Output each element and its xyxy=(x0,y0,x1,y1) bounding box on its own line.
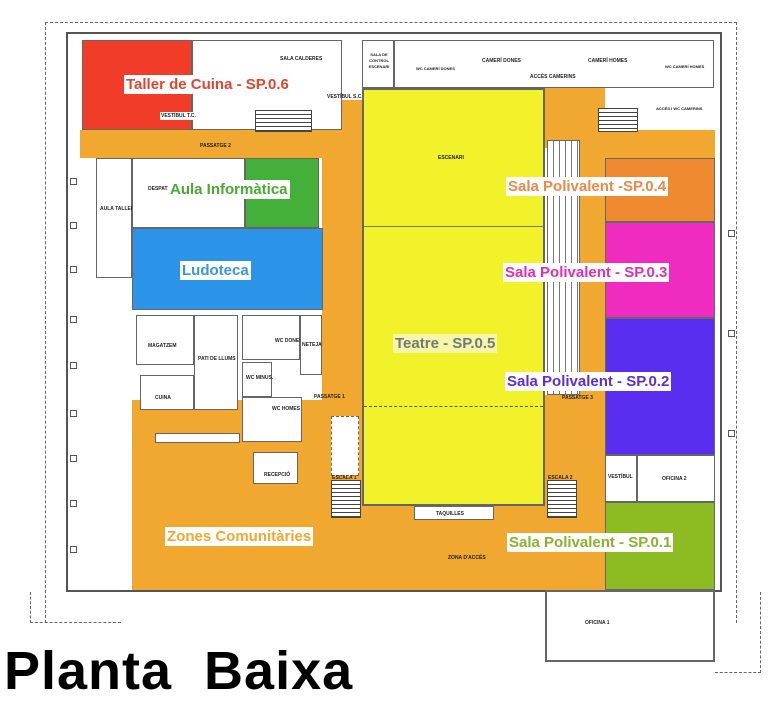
label-wc-cameri-dones: WC CAMERÍ DONES xyxy=(416,66,455,71)
room-teatre xyxy=(362,88,545,506)
label-vestibul-sc: VESTÍBUL S.C. xyxy=(327,94,363,100)
stairs-camerins xyxy=(598,108,638,132)
stage-edge xyxy=(364,226,543,227)
corridor-passatge-2 xyxy=(80,130,362,158)
label-sala-control: SALA DE CONTROL ESCENARI xyxy=(368,52,390,69)
room-aula-taller xyxy=(96,158,132,278)
stairs-escala-2 xyxy=(547,480,577,518)
label-oficina-2: OFICINA 2 xyxy=(662,476,687,482)
teatre-dashed-line xyxy=(364,406,543,407)
wall-block xyxy=(155,433,240,443)
room-oficina-2 xyxy=(637,455,715,502)
column xyxy=(728,330,735,337)
column xyxy=(70,500,77,507)
label-magatzem: MAGATZEM xyxy=(148,343,177,349)
label-escala-2: ESCALA 2 xyxy=(548,475,573,481)
label-pati-llums: PATI DE LLUMS xyxy=(198,356,236,362)
column xyxy=(70,178,77,185)
label-teatre: Teatre - SP.0.5 xyxy=(393,334,498,353)
column xyxy=(70,455,77,462)
label-wc-dones: WC DONES xyxy=(275,338,303,344)
label-wc-homes: WC HOMES xyxy=(272,406,301,412)
label-taquilles: TAQUILLES xyxy=(436,511,464,517)
label-sp03: Sala Polivalent - SP.0.3 xyxy=(503,263,670,282)
label-passatge-2: PASSATGE 2 xyxy=(200,143,231,149)
label-ludoteca: Ludoteca xyxy=(180,261,251,280)
label-taller-cuina: Taller de Cuina - SP.0.6 xyxy=(124,75,291,94)
room-wc-dones xyxy=(242,315,300,360)
column xyxy=(70,546,77,553)
label-cuina: CUINA xyxy=(155,395,171,401)
label-zona-acces: ZONA D'ACCÉS xyxy=(448,555,486,561)
label-escala-1: ESCALA 1 xyxy=(332,475,357,481)
label-recepcio: RECEPCIÓ xyxy=(264,472,291,478)
stairs-escala-1 xyxy=(331,480,361,518)
room-oficina-1 xyxy=(545,590,715,662)
label-acces-wc-camerins: ACCÉS I WC CAMERINS xyxy=(656,106,703,111)
column xyxy=(70,222,77,229)
label-vestibul-tc: VESTÍBUL T.C. xyxy=(160,112,197,120)
label-sala-calderes: SALA CALDERES xyxy=(280,56,323,62)
room-cuina xyxy=(140,375,194,410)
label-cameri-homes: CAMERÍ HOMES xyxy=(588,58,628,64)
label-sp01: Sala Polivalent - SP.0.1 xyxy=(507,533,674,552)
column xyxy=(70,266,77,273)
label-passatge-1: PASSATGE 1 xyxy=(314,394,345,400)
site-outline-bottom-left xyxy=(30,592,121,623)
label-despatx: DESPATX xyxy=(148,186,171,192)
label-wc-cameri-homes: WC CAMERÍ HOMES xyxy=(665,64,705,69)
room-taquilles xyxy=(414,506,494,520)
stair-well-1 xyxy=(331,416,359,476)
corridor-top-right xyxy=(545,88,605,148)
label-neteja: NETEJA xyxy=(302,342,322,348)
room-recepcio xyxy=(253,452,298,484)
column xyxy=(70,362,77,369)
label-oficina-1: OFICINA 1 xyxy=(585,620,610,626)
column xyxy=(70,316,77,323)
site-outline-bottom-right xyxy=(715,592,761,673)
label-vestibul: VESTÍBUL xyxy=(608,474,633,480)
column xyxy=(728,430,735,437)
site-outline xyxy=(45,22,737,623)
label-aula-taller: AULA TALLER xyxy=(100,206,135,212)
column xyxy=(70,410,77,417)
label-acces-camerins: ACCÉS CAMERINS xyxy=(530,74,576,80)
room-wc-minus xyxy=(242,362,272,397)
label-sp02: Sala Polivalent - SP.0.2 xyxy=(505,372,672,391)
room-wc-homes xyxy=(242,397,302,442)
label-passatge-3: PASSATGE 3 xyxy=(562,395,593,401)
stairs-service xyxy=(255,110,312,132)
column xyxy=(728,230,735,237)
room-neteja xyxy=(300,315,322,375)
room-pati-llums xyxy=(194,315,238,410)
page-title: Planta Baixa xyxy=(4,641,354,701)
room-camerins xyxy=(394,40,714,88)
label-aula-informatica: Aula Informàtica xyxy=(168,180,290,199)
label-wc-minus: WC MINUS. xyxy=(246,375,274,381)
room-sala-control xyxy=(362,40,394,88)
corridor-top-right-band xyxy=(600,130,715,158)
label-cameri-dones: CAMERÍ DONES xyxy=(482,58,521,64)
room-magatzem xyxy=(136,315,194,365)
corridor-passatge-3 xyxy=(580,130,605,590)
label-zones-comunitaries: Zones Comunitàries xyxy=(165,527,314,546)
label-escenari: ESCENARI xyxy=(438,155,464,161)
label-sp04: Sala Polivalent -SP.0.4 xyxy=(506,177,669,196)
room-vestibul xyxy=(605,455,637,502)
